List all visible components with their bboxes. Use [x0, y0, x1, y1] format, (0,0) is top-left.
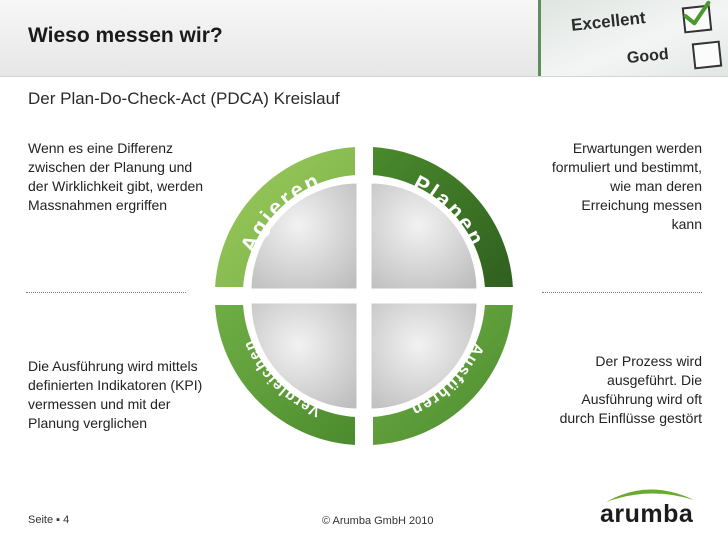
divider-left: [26, 292, 186, 293]
checkbox-excellent: [682, 5, 713, 34]
text-line: durch Einflüsse gestört: [502, 409, 702, 428]
slide-title: Wieso messen wir?: [28, 24, 223, 48]
text-line: Erwartungen werden: [502, 139, 702, 158]
text-top-right: Erwartungen werden formuliert und bestim…: [502, 139, 702, 234]
slide-subtitle: Der Plan-Do-Check-Act (PDCA) Kreislauf: [28, 89, 340, 109]
checkbox-good: [692, 41, 723, 70]
text-line: Ausführung wird oft: [502, 390, 702, 409]
text-line: kann: [502, 215, 702, 234]
divider-right: [542, 292, 702, 293]
checkmark-icon: [681, 0, 714, 29]
page-number: Seite ▪ 4: [28, 514, 69, 526]
checklist-label-excellent: Excellent: [570, 8, 646, 36]
text-line: Erreichung messen: [502, 196, 702, 215]
checklist-image: Excellent Good: [538, 0, 728, 76]
text-line: ausgeführt. Die: [502, 371, 702, 390]
copyright: © Arumba GmbH 2010: [322, 515, 433, 527]
logo-text: arumba: [600, 500, 693, 529]
text-bottom-right: Der Prozess wird ausgeführt. Die Ausführ…: [502, 352, 702, 428]
text-line: formuliert und bestimmt,: [502, 158, 702, 177]
text-line: wie man deren: [502, 177, 702, 196]
pdca-cycle-diagram: Agieren Planen Ausführen Vergleichen: [206, 138, 522, 454]
text-line: Der Prozess wird: [502, 352, 702, 371]
checklist-label-good: Good: [626, 46, 669, 68]
title-bar: Wieso messen wir? Excellent Good: [0, 0, 728, 77]
